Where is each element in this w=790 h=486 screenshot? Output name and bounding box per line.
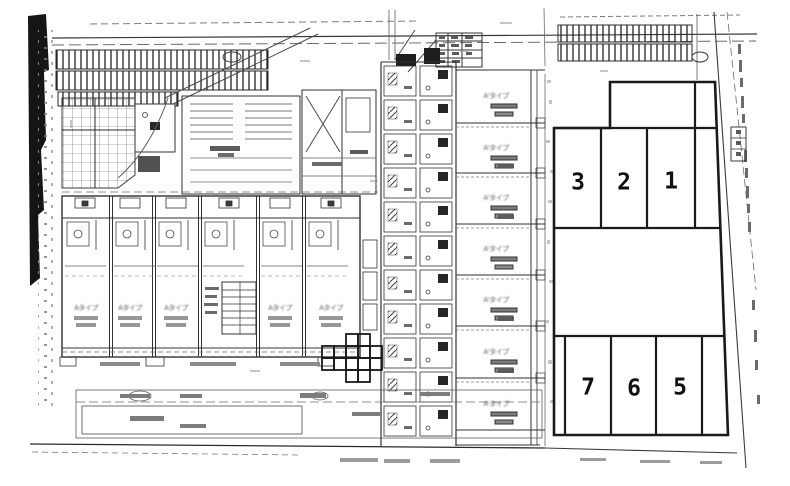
unit-type-label: A'タイプ: [483, 400, 509, 408]
unit-type-label: A'タイプ: [483, 296, 509, 304]
center-rooms: [301, 89, 377, 195]
lot-number-2: 2: [617, 169, 631, 196]
unit-type-label: A'タイプ: [483, 348, 509, 356]
lot-number-6: 6: [627, 375, 641, 402]
unit-type-label: A'タイプ: [483, 194, 509, 202]
left-wing-building: [59, 195, 378, 367]
lot-number-1: 1: [664, 168, 678, 195]
unit-type-label: A'タイプ: [483, 92, 509, 100]
unit-type-label: A'タイプ: [483, 144, 509, 152]
service-core-strip: [380, 48, 457, 446]
right-road: [713, 11, 760, 469]
unit-type-label: A'タイプ: [483, 245, 509, 253]
unit-type-label: Aタイプ: [164, 304, 188, 312]
approval-stamp: [730, 126, 747, 162]
bike-stall-hatching-left: [55, 49, 269, 107]
lot-number-3: 3: [571, 169, 585, 196]
center-plaza-racks: [181, 95, 301, 195]
bike-stall-hatching-right: [557, 24, 693, 62]
bottom-yard-band: [29, 389, 738, 464]
unit-type-label: Aタイプ: [118, 304, 142, 312]
courtyard-grid-area: [61, 97, 176, 189]
ramp-leader-lines: [164, 27, 437, 105]
scan-noise: [70, 22, 692, 403]
unit-type-label: Aタイプ: [319, 304, 343, 312]
mid-unit-table: [204, 281, 257, 335]
lot-number-5: 5: [673, 374, 687, 401]
unit-type-label: Aタイプ: [74, 304, 98, 312]
right-wing-building: [456, 69, 546, 446]
cross-grid-mark: [321, 333, 383, 383]
unit-type-label: Aタイプ: [268, 304, 292, 312]
lot-number-7: 7: [581, 374, 595, 401]
overlay-dividers: [554, 82, 725, 435]
